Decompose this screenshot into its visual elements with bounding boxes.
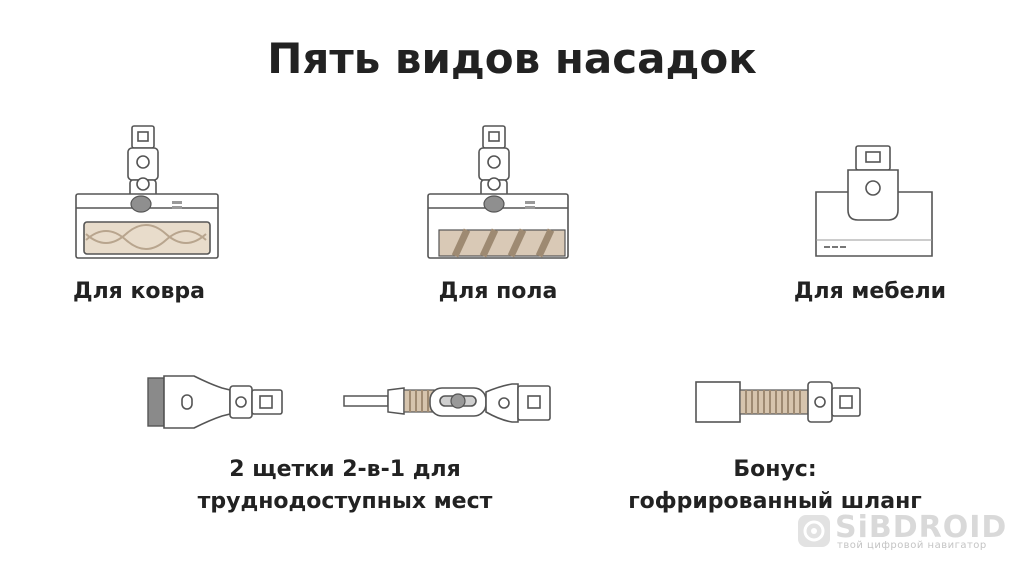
bonus-label-line1: Бонус: [733, 457, 817, 482]
flexible-hose-image [694, 376, 864, 430]
round-brush-image [146, 372, 286, 432]
carpet-nozzle-image [72, 122, 222, 262]
watermark-name: SiBDROID [835, 510, 1008, 545]
furniture-label: Для мебели [793, 279, 947, 304]
carpet-label: Для ковра [72, 279, 206, 304]
bonus-label-line2: гофрированный шланг [628, 489, 922, 514]
bonus-label: Бонус: гофрированный шланг [605, 454, 945, 518]
crevice-tool-image [342, 376, 554, 430]
watermark-tagline: твой цифровой навигатор [837, 540, 987, 551]
brushes-label-line1: 2 щетки 2-в-1 для [229, 457, 461, 482]
furniture-nozzle-image [812, 142, 936, 260]
page-title: Пять видов насадок [267, 34, 757, 83]
floor-label: Для пола [438, 279, 558, 304]
brushes-label-line2: труднодоступных мест [197, 489, 493, 514]
brushes-label: 2 щетки 2-в-1 для труднодоступных мест [180, 454, 510, 518]
watermark-logo-icon [797, 514, 831, 552]
floor-nozzle-image [425, 122, 575, 262]
